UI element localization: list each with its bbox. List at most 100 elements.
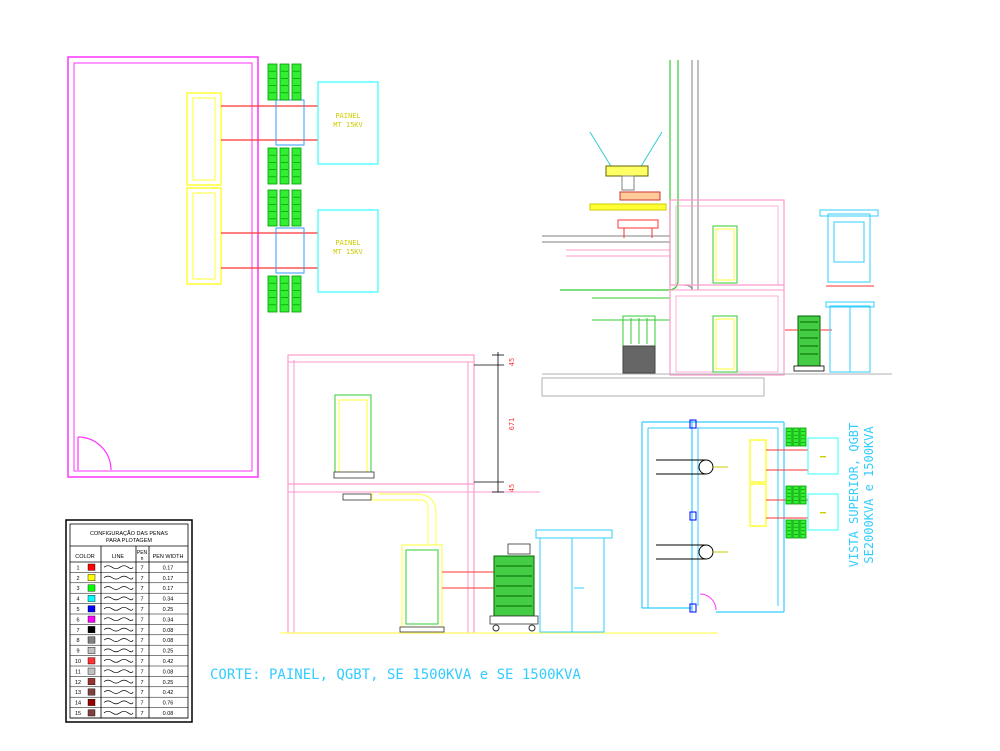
vista-label-line1: VISTA SUPERIOR, QGBT xyxy=(847,423,861,568)
legend-line-sample xyxy=(103,617,134,622)
transformer-center xyxy=(489,543,539,632)
legend-color-swatch xyxy=(87,615,96,623)
legend-line-sample xyxy=(103,669,134,674)
booth-center xyxy=(535,529,613,633)
section-building-right xyxy=(541,60,892,397)
legend-pen-width: 0.34 xyxy=(163,597,174,603)
legend-row-number: 12 xyxy=(75,680,81,686)
legend-row-number: 3 xyxy=(76,586,79,592)
plan-room xyxy=(67,56,259,478)
painel-top-line2: MT 15KV xyxy=(333,121,363,129)
plan-panel-yellow xyxy=(186,92,222,285)
legend-line-sample xyxy=(103,658,134,663)
legend-color-swatch xyxy=(87,605,96,613)
floor-cabinet xyxy=(622,315,656,374)
legend-color-swatch xyxy=(87,657,96,665)
legend-pen-width: 0.34 xyxy=(163,617,174,623)
legend-color-swatch xyxy=(87,563,96,571)
painel-bottom-line1: PAINEL xyxy=(335,239,360,247)
legend-header-line: LINE xyxy=(112,554,125,560)
vista-superior-plan: ▬▬ ▬▬ xyxy=(641,419,839,613)
legend-header-pen: PEN xyxy=(137,550,148,556)
painel-top-line1: PAINEL xyxy=(335,112,360,120)
legend-pen-number: 7 xyxy=(140,680,143,686)
legend-row-number: 8 xyxy=(76,638,79,644)
legend-color-swatch xyxy=(87,626,96,634)
legend-color-swatch xyxy=(87,667,96,675)
legend-color-swatch xyxy=(87,678,96,686)
legend-line-sample xyxy=(103,586,134,590)
legend-color-swatch xyxy=(87,636,96,644)
legend-pen-width: 0.42 xyxy=(163,690,174,696)
vista-transformer-radiators xyxy=(785,427,807,539)
legend-line-sample xyxy=(103,575,134,580)
legend-line-sample xyxy=(103,648,134,653)
legend-pen-width: 0.08 xyxy=(163,711,174,717)
painel-bottom-line2: MT 15KV xyxy=(333,248,363,256)
legend-color-swatch xyxy=(87,574,96,582)
legend-pen-width: 0.76 xyxy=(163,701,174,707)
section-building-center xyxy=(280,354,718,634)
legend-pen-number: 7 xyxy=(140,628,143,634)
pen-legend-table: CONFIGURAÇÃO DAS PENAS PARA PLOTAGEM COL… xyxy=(65,519,193,723)
legend-header-width: PEN WIDTH xyxy=(153,554,184,560)
legend-line-sample xyxy=(103,627,134,632)
legend-pen-width: 0.25 xyxy=(163,607,174,613)
legend-row-number: 9 xyxy=(76,649,79,655)
drawing-caption: CORTE: PAINEL, QGBT, SE 1500KVA e SE 150… xyxy=(210,667,581,683)
transformer-right xyxy=(785,315,832,372)
legend-title-line2: PARA PLOTAGEM xyxy=(106,538,152,544)
legend-row-number: 11 xyxy=(75,669,81,675)
legend-pen-number: 7 xyxy=(140,565,143,571)
legend-pen-number: 7 xyxy=(140,576,143,582)
dim-top-label: 45 xyxy=(508,358,516,366)
legend-pen-number: 7 xyxy=(140,690,143,696)
booth-right xyxy=(819,209,879,373)
vista-label-line2: SE2000KVA e 1500KVA xyxy=(862,426,876,564)
legend-pen-number: 7 xyxy=(140,597,143,603)
dim-mid-label: 671 xyxy=(508,418,516,431)
painel-mt-bottom: PAINEL MT 15KV xyxy=(317,209,379,293)
legend-title-line1: CONFIGURAÇÃO DAS PENAS xyxy=(90,530,168,537)
legend-pen-number: 7 xyxy=(140,659,143,665)
legend-pen-number: 7 xyxy=(140,711,143,717)
legend-line-sample xyxy=(103,596,134,601)
legend-header-color: COLOR xyxy=(75,554,95,560)
legend-row-number: 7 xyxy=(76,628,79,634)
legend-pen-number: 7 xyxy=(140,617,143,623)
legend-row-number: 4 xyxy=(76,597,79,603)
legend-header-pen-n: n xyxy=(141,556,144,562)
legend-pen-number: 7 xyxy=(140,607,143,613)
legend-color-swatch xyxy=(87,709,96,717)
legend-row-number: 14 xyxy=(75,701,81,707)
legend-line-sample xyxy=(103,679,134,684)
dim-bottom-label: 45 xyxy=(508,484,516,492)
legend-row: 10 7 0.42 xyxy=(70,657,188,667)
painel-mt-top: PAINEL MT 15KV xyxy=(317,81,379,165)
legend-pen-width: 0.17 xyxy=(163,576,174,582)
legend-row-number: 10 xyxy=(75,659,81,665)
legend-pen-width: 0.17 xyxy=(163,586,174,592)
legend-pen-width: 0.42 xyxy=(163,659,174,665)
legend-color-swatch xyxy=(87,699,96,706)
legend-pen-number: 7 xyxy=(140,638,143,644)
legend-line-sample xyxy=(103,606,134,611)
legend-line-sample xyxy=(103,700,134,705)
legend-row-number: 6 xyxy=(76,617,79,623)
legend-line-sample xyxy=(103,690,134,694)
legend-pen-width: 0.08 xyxy=(163,638,174,644)
legend-row-number: 1 xyxy=(76,565,79,571)
legend-row-number: 5 xyxy=(76,607,79,613)
dimension-line: 45 671 45 xyxy=(474,352,516,493)
legend-pen-width: 0.17 xyxy=(163,565,174,571)
legend-pen-width: 0.08 xyxy=(163,628,174,634)
